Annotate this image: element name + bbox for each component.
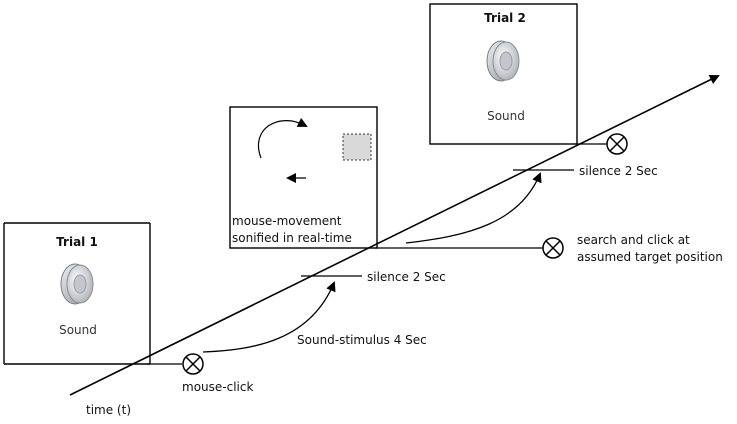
search-label-line2: assumed target position (577, 250, 723, 264)
speaker-icon (60, 263, 94, 305)
trial-2-sound-label: Sound (487, 109, 525, 123)
mouse-click-label: mouse-click (182, 380, 253, 394)
silence-2-label: silence 2 Sec (579, 164, 658, 178)
mouse-click-marker: mouse-click (147, 353, 253, 394)
stimulus-curve-arrow (202, 281, 336, 353)
trial-1-sound-label: Sound (59, 323, 97, 337)
trial-1-box: Trial 1 Sound (3, 222, 151, 365)
trial-1-title: Trial 1 (56, 235, 98, 249)
time-axis (69, 75, 720, 396)
speaker-icon (486, 40, 520, 82)
time-axis-label: time (t) (86, 403, 131, 417)
curved-arrow-icon (257, 117, 308, 159)
silence-1-label: silence 2 Sec (367, 270, 446, 284)
trial-2-title: Trial 2 (484, 11, 526, 25)
stimulus-label: Sound-stimulus 4 Sec (297, 333, 427, 347)
movement-caption-line2: sonified in real-time (232, 231, 352, 245)
search-curve-arrow (405, 172, 542, 244)
search-label-line1: search and click at (577, 233, 690, 247)
trial-2-start-marker (575, 133, 628, 155)
movement-caption-line1: mouse-movement (232, 214, 342, 228)
search-click-marker: search and click at assumed target posit… (375, 233, 723, 264)
mouse-movement-box: mouse-movement sonified in real-time (229, 106, 378, 249)
target-area (342, 133, 372, 161)
trial-2-box: Trial 2 Sound (429, 3, 578, 145)
